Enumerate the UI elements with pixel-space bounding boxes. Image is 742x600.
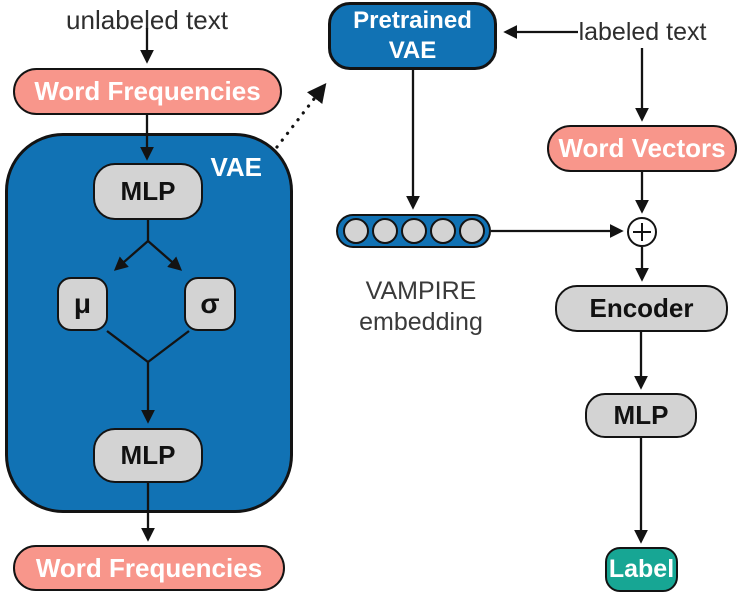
circle-plus-icon bbox=[627, 217, 657, 247]
arrow-vae-to-pretrained-dotted bbox=[275, 82, 327, 149]
pretrained-vae-box: Pretrained VAE bbox=[328, 2, 497, 70]
embedding-circle bbox=[342, 218, 369, 244]
vae-decoder-mlp-box: MLP bbox=[93, 428, 203, 483]
labeled-text-label: labeled text bbox=[578, 17, 707, 46]
word-vectors-box: Word Vectors bbox=[547, 125, 737, 172]
unlabeled-text-label: unlabeled text bbox=[66, 4, 228, 35]
sigma-box: σ bbox=[184, 277, 236, 331]
embedding-circle bbox=[458, 218, 485, 244]
pretrained-vae-line2: VAE bbox=[388, 37, 437, 64]
embedding-circle bbox=[429, 218, 456, 244]
embedding-circle bbox=[371, 218, 398, 244]
mu-box: μ bbox=[57, 277, 108, 331]
embedding-circle bbox=[400, 218, 427, 244]
vae-label: VAE bbox=[210, 152, 262, 182]
encoder-box: Encoder bbox=[555, 285, 728, 332]
vampire-embedding-caption: VAMPIRE embedding bbox=[331, 274, 511, 340]
label-box: Label bbox=[605, 547, 678, 592]
caption-line2: embedding bbox=[359, 308, 483, 336]
classifier-mlp-box: MLP bbox=[585, 393, 697, 438]
vae-encoder-mlp-box: MLP bbox=[93, 163, 203, 220]
vampire-embedding-pill bbox=[336, 214, 491, 248]
word-frequencies-bottom-box: Word Frequencies bbox=[13, 545, 285, 591]
caption-line1: VAMPIRE bbox=[365, 277, 477, 305]
pretrained-vae-line1: Pretrained bbox=[353, 7, 472, 34]
word-frequencies-top-box: Word Frequencies bbox=[13, 68, 282, 115]
